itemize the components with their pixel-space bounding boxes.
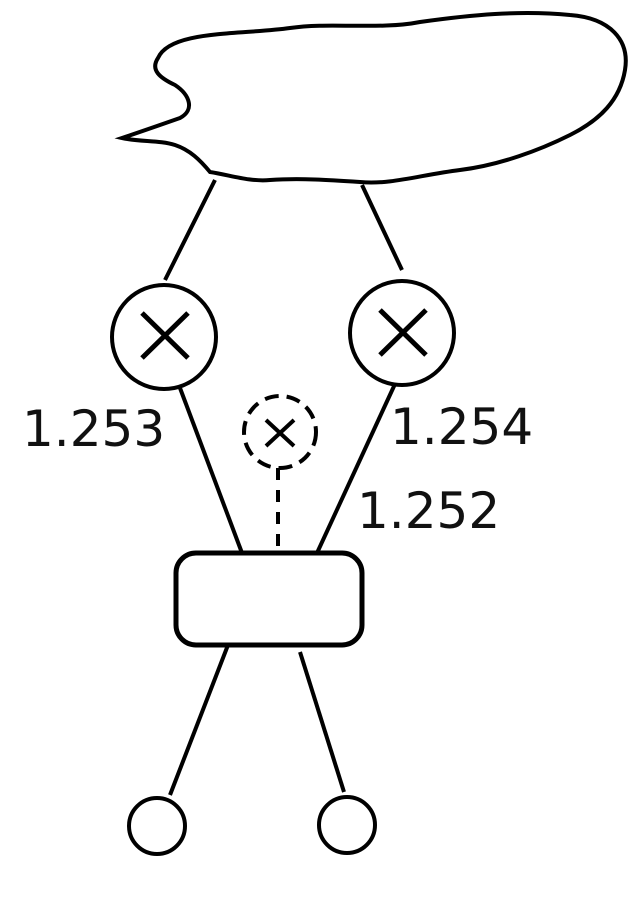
left-edge-label: 1.253 bbox=[22, 400, 166, 458]
rounded-box bbox=[173, 550, 365, 648]
right-edge-label: 1.254 bbox=[390, 398, 534, 456]
left-multiply-node bbox=[110, 283, 218, 391]
left-leaf bbox=[127, 796, 187, 856]
dashed-edge-label: 1.252 bbox=[357, 482, 501, 540]
right-multiply-node bbox=[348, 279, 456, 387]
cloud-shape bbox=[114, 10, 628, 185]
right-leaf bbox=[317, 795, 377, 855]
